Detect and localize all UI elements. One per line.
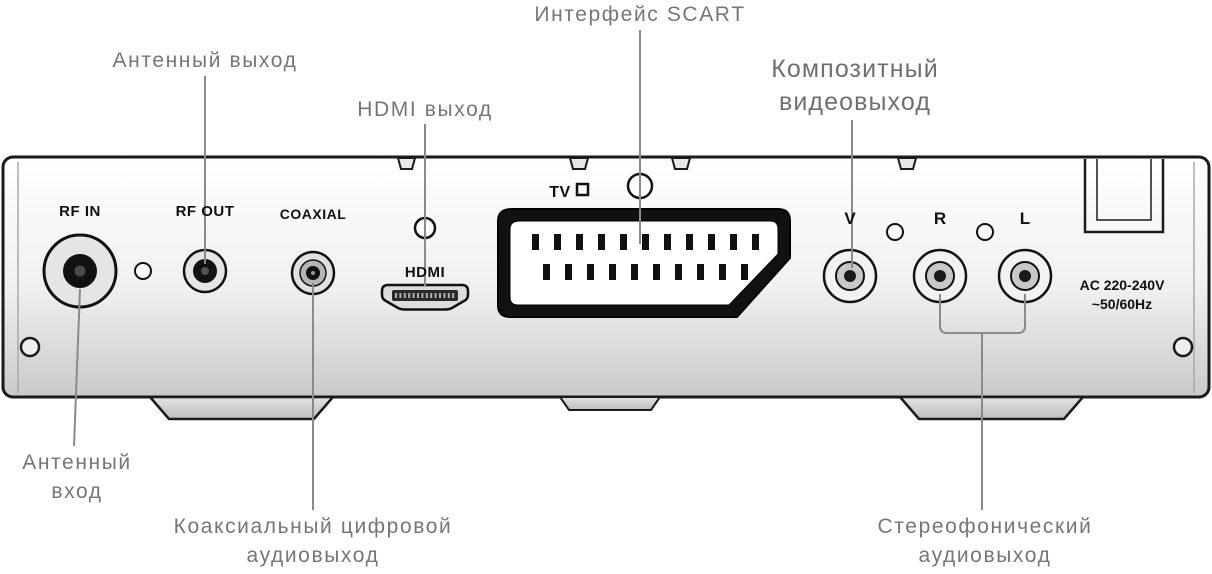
- small-hole-2: [886, 223, 904, 241]
- callout-antenna-input-line2: вход: [51, 480, 103, 503]
- callout-antenna-input: Антенный вход: [22, 448, 131, 506]
- callout-scart-interface: Интерфейс SCART: [534, 3, 746, 26]
- callout-coaxial-digital-audio-line2: аудиовыход: [246, 544, 380, 567]
- callout-coaxial-digital-audio: Коаксиальный цифровой аудиовыход: [174, 512, 453, 570]
- callout-composite-video-line1: Композитный: [771, 55, 939, 83]
- scart-pins: [532, 234, 759, 280]
- tv-square-icon: [575, 182, 590, 197]
- callout-hdmi-output: HDMI выход: [357, 98, 493, 121]
- scart-connector: [497, 208, 791, 318]
- callout-stereo-audio-line2: аудиовыход: [918, 544, 1052, 567]
- power-rating-line2: ~50/60Hz: [1092, 296, 1152, 312]
- callout-composite-video: Композитный видеовыход: [771, 53, 939, 119]
- left-foot: [147, 395, 336, 421]
- rca-audio-r-connector: [912, 248, 968, 304]
- rca-audio-l-connector: [997, 248, 1053, 304]
- hdmi-port: [380, 283, 470, 311]
- small-hole-1: [134, 262, 152, 280]
- callout-stereo-audio: Стереофонический аудиовыход: [878, 512, 1093, 570]
- leader-antenna-in: [73, 288, 81, 447]
- callout-antenna-input-line1: Антенный: [22, 451, 132, 474]
- rf-in-label: RF IN: [59, 203, 101, 220]
- top-edge-tabs: [396, 157, 918, 170]
- callout-composite-video-line2: видеовыход: [778, 88, 932, 116]
- right-foot: [897, 395, 1086, 421]
- coaxial-connector: [290, 250, 336, 296]
- callout-stereo-audio-line1: Стереофонический: [877, 515, 1093, 538]
- cord-holder-inner: [1096, 159, 1152, 221]
- tv-label: TV: [549, 184, 570, 201]
- left-screw-hole: [19, 336, 41, 358]
- callout-antenna-output: Антенный выход: [112, 49, 298, 72]
- audio-l-label: L: [1020, 209, 1030, 228]
- audio-r-label: R: [934, 209, 946, 228]
- small-hole-3: [976, 223, 994, 241]
- center-foot: [558, 396, 662, 411]
- leader-lines: [73, 30, 1026, 510]
- rf-out-connector: [182, 248, 228, 294]
- coaxial-label: COAXIAL: [280, 206, 347, 222]
- hdmi-label: HDMI: [405, 264, 445, 281]
- right-screw-hole: [1172, 336, 1194, 358]
- video-label: V: [844, 209, 856, 228]
- rf-out-label: RF OUT: [176, 203, 235, 220]
- callout-coaxial-digital-audio-line1: Коаксиальный цифровой: [173, 515, 453, 538]
- power-rating-line1: AC 220-240V: [1080, 277, 1165, 293]
- rf-in-connector: [42, 233, 118, 309]
- cord-holder-bracket: [1083, 159, 1165, 234]
- rca-video-connector: [822, 248, 878, 304]
